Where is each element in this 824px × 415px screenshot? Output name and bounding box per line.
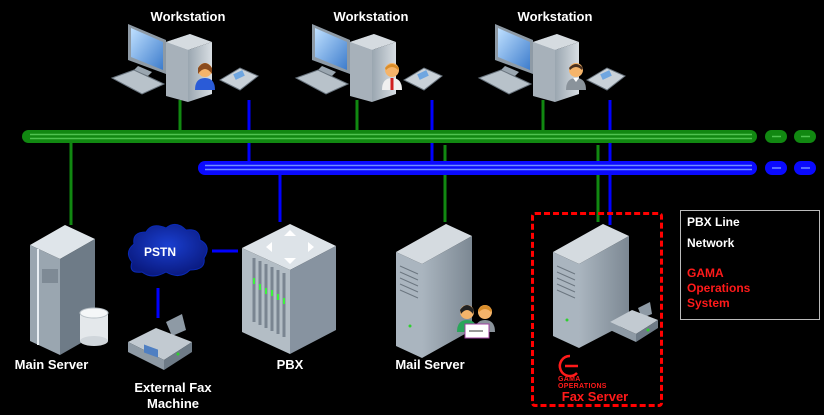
workstation-label: Workstation [333, 9, 409, 24]
network-bus [22, 130, 816, 143]
legend-system-line2: Operations [687, 281, 751, 295]
fax-machine-icon [610, 302, 658, 342]
fax-server-label: Fax Server [561, 389, 629, 404]
phone-icon [402, 67, 443, 91]
external-fax-icon[interactable] [128, 314, 192, 370]
monitor-icon [312, 24, 350, 76]
gama-logo-icon [558, 354, 578, 378]
user-avatar [195, 63, 215, 90]
mail-users-icon [457, 305, 495, 339]
mail-server-label: Mail Server [395, 357, 465, 372]
keyboard-icon [294, 69, 350, 95]
legend-system-line3: System [687, 296, 730, 310]
main-server-label: Main Server [14, 357, 89, 372]
legend-network-label: Network [687, 236, 735, 250]
tower-icon [166, 34, 212, 102]
legend-pbx-line-label: PBX Line [687, 215, 740, 229]
network-connectors [69, 100, 600, 225]
phone-icon [585, 67, 626, 91]
pbx-label: PBX [276, 357, 304, 372]
phone-icon [218, 67, 259, 91]
fax-server-highlight [531, 212, 663, 407]
fax-server-logo-line1: GAMA [558, 376, 581, 383]
keyboard-icon [477, 69, 533, 95]
monitor-icon [128, 24, 166, 76]
workstation-label: Workstation [150, 9, 226, 24]
database-icon [79, 307, 109, 346]
workstation-label: Workstation [517, 9, 593, 24]
workstation-icon[interactable] [294, 24, 443, 102]
mail-server-icon[interactable] [396, 224, 472, 358]
pstn-cloud-icon[interactable] [128, 224, 208, 277]
legend: PBX Line Network GAMA Operations System [680, 210, 820, 320]
keyboard-icon [110, 69, 166, 95]
pstn-label: PSTN [143, 245, 176, 259]
fax-server-logo-line2: OPERATIONS [558, 383, 607, 390]
workstation-icon[interactable] [110, 24, 259, 102]
external-fax-label-line2: Machine [146, 396, 199, 411]
external-fax-label-line1: External Fax [134, 380, 212, 395]
user-avatar [382, 63, 402, 90]
legend-system-line1: GAMA [687, 266, 724, 280]
monitor-icon [495, 24, 533, 76]
workstation-icon[interactable] [477, 24, 626, 102]
legend-system-label: GAMA Operations System [687, 266, 750, 311]
pbx-bus [198, 161, 816, 175]
user-avatar [566, 63, 586, 90]
tower-icon [350, 34, 396, 102]
main-server-icon[interactable] [30, 225, 109, 355]
pbx-switch-icon[interactable] [242, 224, 336, 354]
